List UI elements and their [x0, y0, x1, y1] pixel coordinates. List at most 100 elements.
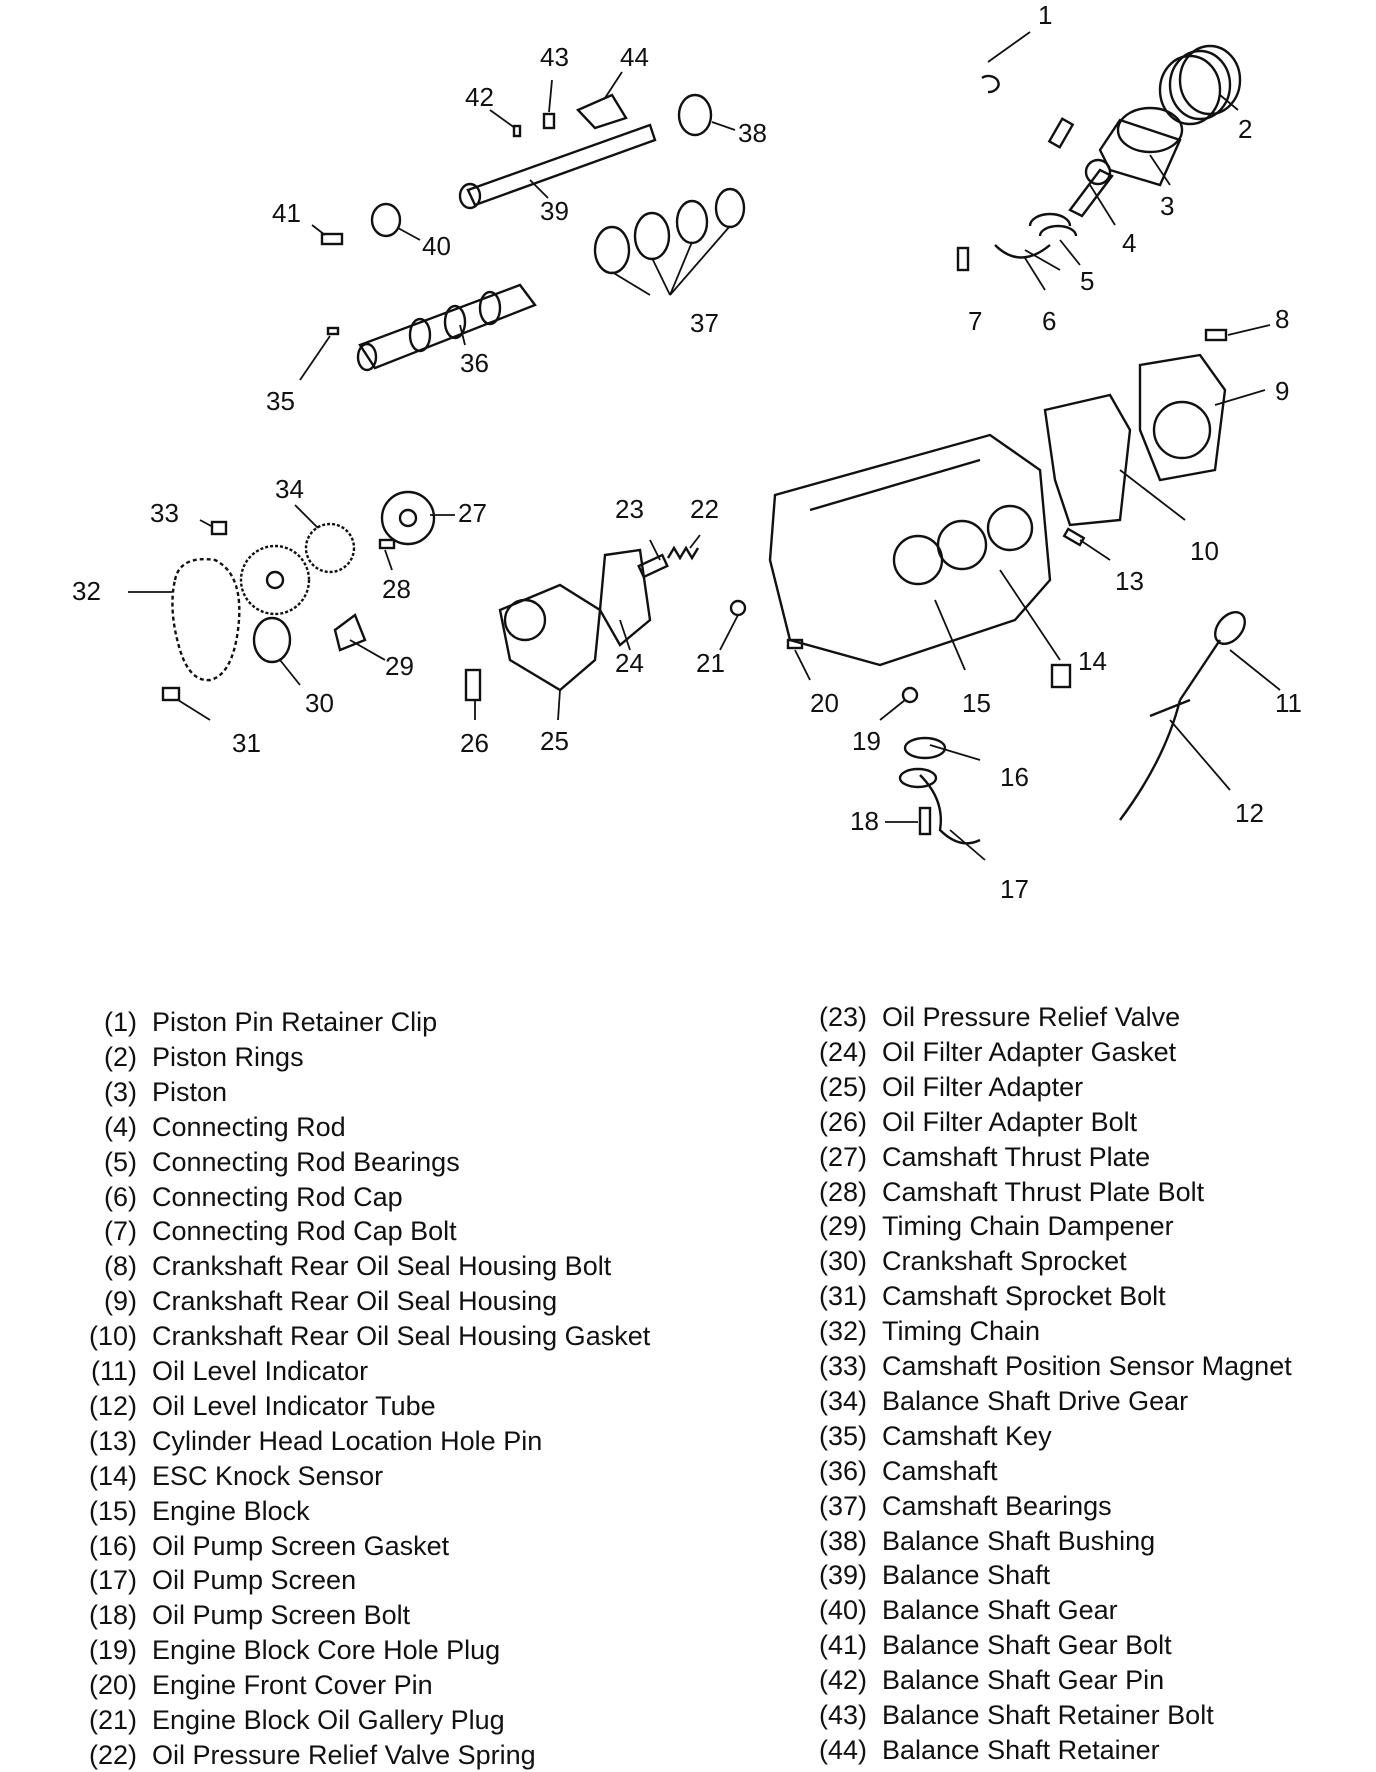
callout-17: 17: [1000, 874, 1029, 904]
part-piston-rings: [1158, 44, 1242, 126]
legend-item-label: Balance Shaft Gear Bolt: [882, 1630, 1172, 1661]
callout-38: 38: [738, 118, 767, 148]
legend-item-number: (16): [88, 1530, 137, 1561]
legend-item-number: (13): [88, 1425, 137, 1456]
legend-item-number: (42): [818, 1665, 867, 1696]
legend-item-label: Piston: [152, 1076, 228, 1107]
part-timing-chain: [171, 558, 241, 682]
part-timing-chain-dampener: [333, 613, 367, 652]
part-oil-pump-screen-bolt: [918, 806, 932, 836]
legend-item-label: Oil Level Indicator Tube: [152, 1390, 436, 1421]
legend-item-number: (32): [818, 1316, 867, 1347]
callout-23: 23: [615, 494, 644, 524]
legend-item-label: Crankshaft Sprocket: [882, 1246, 1127, 1277]
legend-item-label: Balance Shaft Retainer Bolt: [882, 1700, 1214, 1730]
legend-item-number: (24): [818, 1036, 867, 1067]
part-oil-level-indicator-tube: [1119, 698, 1191, 821]
part-engine-block: [768, 433, 1052, 667]
part-camshaft-sprocket-bolt: [161, 686, 181, 702]
legend-item-label: Balance Shaft Bushing: [882, 1525, 1156, 1556]
legend-item-label: Camshaft Position Sensor Magnet: [882, 1351, 1292, 1381]
callout-25: 25: [540, 726, 569, 756]
legend-item-number: (27): [818, 1141, 867, 1172]
callout-16: 16: [1000, 762, 1029, 792]
legend-item-number: (34): [818, 1385, 867, 1416]
legend-item-number: (33): [818, 1351, 867, 1381]
callout-1: 1: [1038, 0, 1052, 30]
legend-item-label: Engine Block Core Hole Plug: [152, 1635, 501, 1666]
part-relief-valve: [637, 553, 669, 579]
callout-31: 31: [232, 728, 261, 758]
part-esc-knock-sensor: [1050, 663, 1072, 689]
callout-21: 21: [696, 648, 725, 678]
callout-11: 11: [1275, 688, 1302, 718]
part-oil-gallery-plug: [729, 599, 747, 617]
exploded-engine-diagram: 1 2 3 4 5 6 7 8 9 10 11 12 13 14 15 16 1…: [72, 0, 1302, 904]
legend-item-label: Camshaft Thrust Plate: [882, 1141, 1151, 1172]
legend-item-label: Camshaft Sprocket Bolt: [882, 1281, 1166, 1312]
part-camshaft-bearings: [593, 187, 746, 275]
part-crankshaft-sprocket: [252, 616, 292, 664]
legend-item-number: (44): [818, 1734, 867, 1765]
callout-14: 14: [1078, 646, 1107, 676]
part-rear-oil-seal-housing: [1138, 353, 1227, 482]
part-oil-pump-screen-gasket: [903, 736, 947, 760]
callout-24: 24: [615, 648, 644, 678]
callout-4: 4: [1122, 228, 1136, 258]
legend-item-label: Connecting Rod Cap: [152, 1181, 403, 1212]
callout-29: 29: [385, 651, 414, 681]
callout-22: 22: [690, 494, 719, 524]
legend-item-label: Oil Level Indicator: [152, 1356, 369, 1386]
legend-item-label: Timing Chain: [882, 1316, 1041, 1347]
callout-33: 33: [150, 498, 179, 528]
callout-20: 20: [810, 688, 839, 718]
legend-item-label: Balance Shaft Gear Pin: [882, 1665, 1165, 1696]
legend-item-number: (29): [818, 1211, 867, 1242]
part-balance-shaft-gear: [370, 202, 402, 238]
legend-item-number: (43): [818, 1700, 867, 1730]
callout-8: 8: [1275, 304, 1289, 334]
legend-item-label: Camshaft Bearings: [882, 1490, 1112, 1521]
callout-9: 9: [1275, 376, 1289, 406]
part-oil-filter-adapter: [498, 583, 602, 692]
legend-item-label: Oil Pressure Relief Valve Spring: [152, 1739, 536, 1770]
callout-36: 36: [460, 348, 489, 378]
legend-item-number: (26): [818, 1106, 867, 1137]
legend-item-number: (38): [818, 1525, 867, 1556]
part-balance-shaft-retainer: [575, 93, 628, 130]
callout-30: 30: [305, 688, 334, 718]
legend-item-label: Crankshaft Rear Oil Seal Housing Gasket: [152, 1321, 651, 1352]
legend-item-label: Camshaft Thrust Plate Bolt: [882, 1176, 1205, 1207]
legend-item-number: (19): [88, 1635, 137, 1666]
legend-item-label: Balance Shaft Gear: [882, 1595, 1118, 1626]
legend-item-label: Engine Front Cover Pin: [152, 1670, 433, 1701]
callout-43: 43: [540, 42, 569, 72]
callout-32: 32: [72, 576, 101, 606]
callout-5: 5: [1080, 266, 1094, 296]
legend-item-number: (31): [818, 1281, 867, 1312]
legend-item-label: Crankshaft Rear Oil Seal Housing Bolt: [152, 1251, 612, 1282]
legend-item-label: Cylinder Head Location Hole Pin: [152, 1425, 543, 1456]
legend-item-label: Connecting Rod Bearings: [152, 1146, 460, 1177]
legend-item-label: Camshaft: [882, 1455, 998, 1486]
legend-item-number: (2): [104, 1041, 137, 1072]
part-relief-valve-spring: [666, 545, 700, 561]
part-camshaft-key: [326, 326, 340, 336]
legend-item-label: Oil Pressure Relief Valve: [882, 1002, 1181, 1032]
callout-10: 10: [1190, 536, 1219, 566]
callout-15: 15: [962, 688, 991, 718]
part-thrust-plate-bolt: [378, 538, 396, 550]
part-balance-shaft: [458, 123, 657, 210]
legend-item-label: Balance Shaft Drive Gear: [882, 1385, 1189, 1416]
legend-item-label: Crankshaft Rear Oil Seal Housing: [152, 1286, 558, 1317]
part-oil-filter-adapter-gasket: [598, 548, 652, 647]
legend-item-number: (37): [818, 1490, 867, 1521]
part-connecting-rod-cap-bolt: [956, 246, 970, 272]
part-rear-seal-housing-bolt: [1204, 328, 1228, 342]
legend-item-label: Camshaft Key: [882, 1420, 1052, 1451]
part-rear-seal-housing-gasket: [1043, 393, 1132, 527]
part-connecting-rod-bearings: [1028, 212, 1078, 237]
callout-3: 3: [1160, 191, 1174, 221]
legend-item-label: ESC Knock Sensor: [152, 1460, 384, 1491]
legend-item-number: (36): [818, 1455, 867, 1486]
